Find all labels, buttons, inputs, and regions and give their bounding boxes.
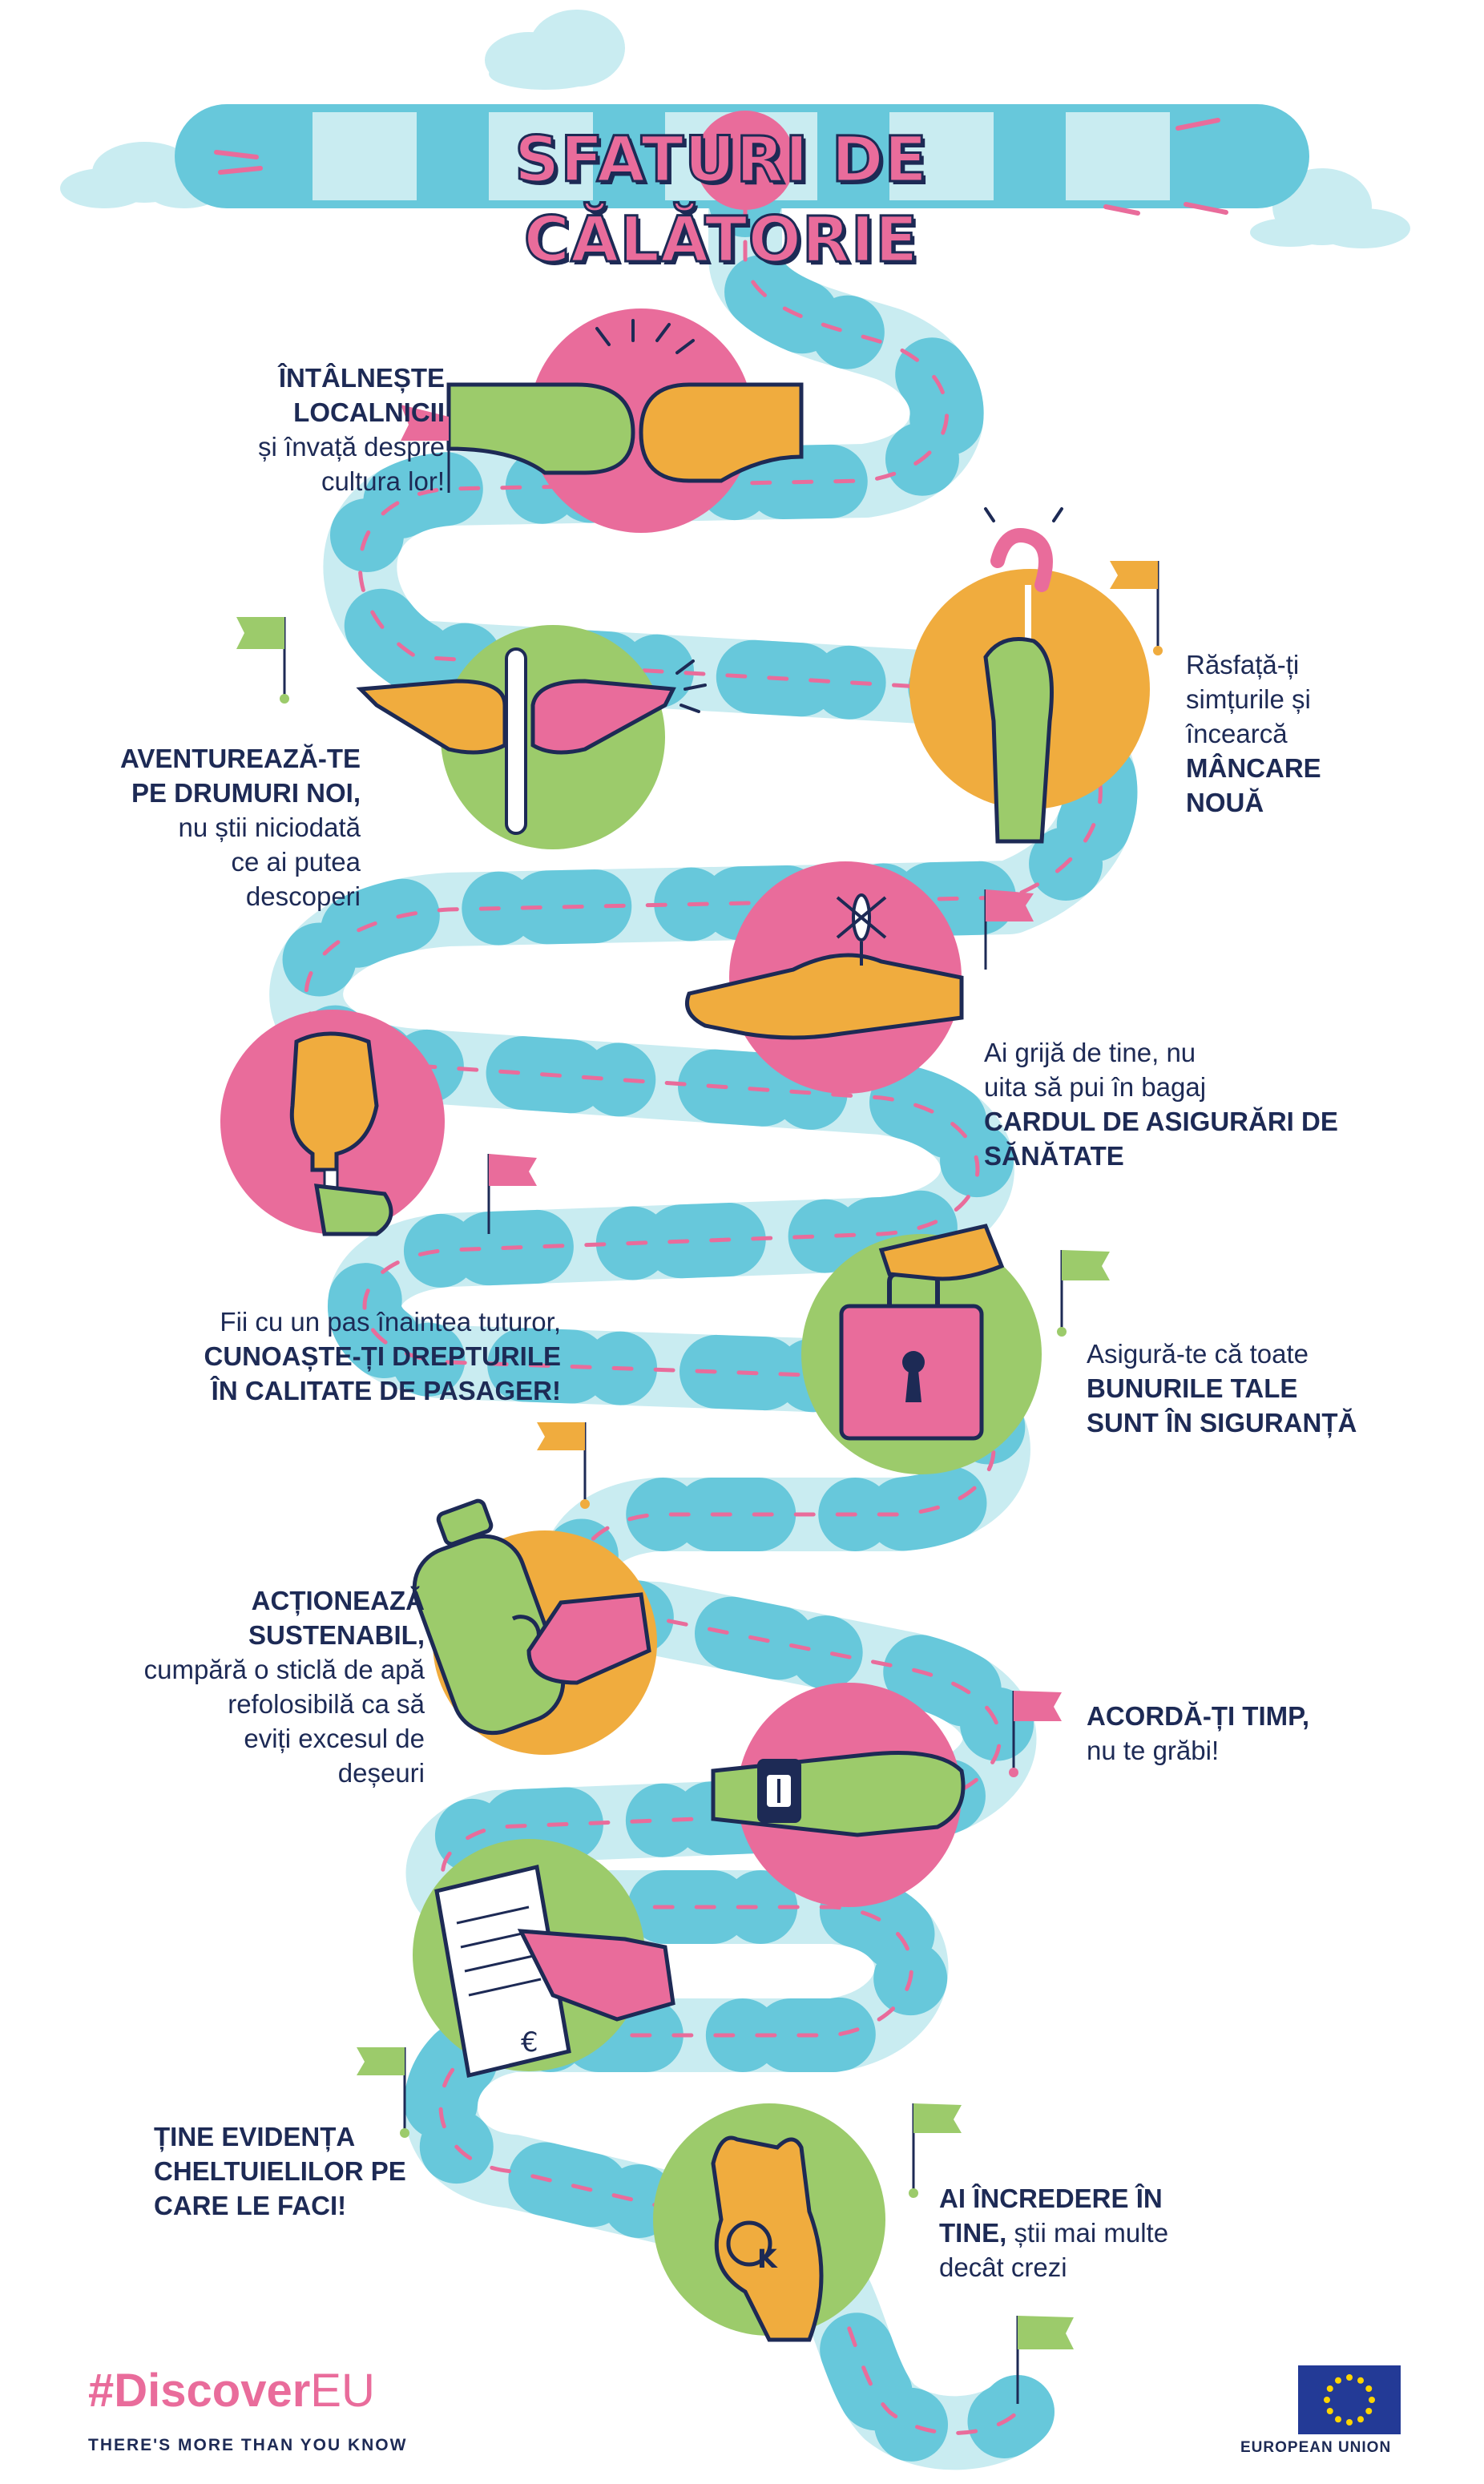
tip-strong: ÎNTÂLNEȘTE bbox=[278, 363, 445, 393]
tip-new-food: Răsfață-ți simțurile și încearcă MÂNCARE NO… bbox=[1186, 647, 1442, 820]
tip-strong: SUNT ÎN SIGURANȚĂ bbox=[1087, 1408, 1357, 1438]
tip-text: știi mai multe bbox=[1014, 2218, 1169, 2248]
flag-icon bbox=[537, 1422, 590, 1509]
eu-star-icon bbox=[1365, 2408, 1373, 2414]
title-banner bbox=[175, 104, 1309, 216]
tip-text: și învață despre bbox=[258, 432, 445, 462]
fist-bump-icon bbox=[446, 308, 804, 533]
tip-text: refolosibilă ca să bbox=[228, 1689, 425, 1719]
cloud-icon bbox=[1250, 168, 1410, 248]
euro-receipt-icon: € bbox=[413, 1839, 675, 2079]
eu-star-icon bbox=[1365, 2385, 1373, 2392]
cloud-icon bbox=[485, 10, 625, 90]
k-letter-icon: K bbox=[757, 2244, 778, 2274]
flag-icon bbox=[1009, 1691, 1062, 1777]
tip-strong: CARE LE FACI! bbox=[154, 2191, 347, 2220]
ok-hand-icon: K bbox=[653, 2103, 885, 2342]
mosquito-hand-icon bbox=[685, 861, 964, 1094]
tip-new-roads: AVENTUREAZĂ-TE PE DRUMURI NOI, nu știi ni… bbox=[80, 741, 361, 913]
tip-self-confidence: AI ÎNCREDERE ÎN TINE, știi mai multe decât… bbox=[939, 2181, 1260, 2284]
tip-text: ce ai putea bbox=[231, 847, 361, 877]
tip-text: Asigură-te că toate bbox=[1087, 1339, 1309, 1369]
tip-text: încearcă bbox=[1186, 719, 1288, 748]
flag-icon bbox=[1016, 2316, 1074, 2404]
hashtag-discover-eu: #DiscoverEU bbox=[88, 2364, 375, 2417]
flag-icon bbox=[487, 1154, 537, 1234]
tip-text: nu știi niciodată bbox=[178, 813, 361, 842]
tip-strong: ACORDĂ-ȚI TIMP, bbox=[1087, 1701, 1310, 1731]
tip-strong: BUNURILE TALE bbox=[1087, 1373, 1298, 1403]
hashtag-part: #Discover bbox=[88, 2365, 311, 2417]
flag-icon bbox=[1110, 561, 1163, 655]
suitcase-lock-icon bbox=[801, 1224, 1042, 1474]
tip-strong: LOCALNICII bbox=[293, 397, 445, 427]
tip-take-time: ACORDĂ-ȚI TIMP, nu te grăbi! bbox=[1087, 1699, 1407, 1768]
tip-strong: NOUĂ bbox=[1186, 788, 1264, 817]
tagline: THERE'S MORE THAN YOU KNOW bbox=[88, 2436, 408, 2454]
tip-text: descoperi bbox=[245, 881, 361, 911]
tip-text: Ai grijă de tine, nu bbox=[984, 1038, 1196, 1067]
eu-star-icon bbox=[1369, 2397, 1375, 2403]
flag-icon bbox=[401, 405, 450, 493]
eu-star-icon bbox=[1357, 2416, 1364, 2423]
tip-text: cumpără o sticlă de apă bbox=[143, 1655, 425, 1684]
tip-text: eviți excesul de bbox=[244, 1724, 425, 1753]
pointing-hands-icon bbox=[356, 625, 707, 849]
tip-strong: AI ÎNCREDERE ÎN bbox=[939, 2184, 1163, 2213]
tip-strong: ÎN CALITATE DE PASAGER! bbox=[211, 1376, 561, 1405]
eu-star-icon bbox=[1326, 2408, 1333, 2414]
tip-text: uita să pui în bagaj bbox=[984, 1072, 1207, 1102]
tip-safe-belongings: Asigură-te că toate BUNURILE TALE SUNT ÎN… bbox=[1087, 1337, 1447, 1440]
tip-strong: TINE, bbox=[939, 2218, 1007, 2248]
tip-strong: CARDUL DE ASIGURĂRI DE SĂNĂTATE bbox=[984, 1107, 1338, 1171]
tip-strong: ȚINE EVIDENȚA bbox=[154, 2122, 356, 2151]
tip-text: nu te grăbi! bbox=[1087, 1736, 1220, 1765]
tip-text: deșeuri bbox=[337, 1758, 425, 1788]
tip-sustainable: ACȚIONEAZĂ SUSTENABIL, cumpără o sticlă d… bbox=[96, 1583, 425, 1790]
tip-strong: CHELTUIELILOR PE bbox=[154, 2156, 406, 2186]
tip-text: Răsfață-ți bbox=[1186, 650, 1300, 679]
tip-strong: ACȚIONEAZĂ bbox=[251, 1586, 425, 1615]
flag-icon bbox=[984, 889, 1034, 970]
flag-icon bbox=[909, 2103, 962, 2198]
tip-text: simțurile și bbox=[1186, 684, 1311, 714]
candy-hand-icon bbox=[909, 507, 1150, 844]
euro-sign-icon: € bbox=[521, 2026, 538, 2059]
recycle-bottle-icon bbox=[412, 1498, 657, 1755]
tip-strong: AVENTUREAZĂ-TE bbox=[119, 744, 361, 773]
tip-text: cultura lor! bbox=[321, 466, 445, 496]
wristwatch-icon bbox=[711, 1683, 966, 1907]
eu-star-icon bbox=[1346, 2419, 1353, 2426]
flag-icon bbox=[357, 2047, 409, 2138]
eu-star-icon bbox=[1335, 2416, 1341, 2423]
raised-fist-icon bbox=[220, 1010, 445, 1236]
tip-strong: SUSTENABIL, bbox=[248, 1620, 425, 1650]
flag-icon bbox=[1057, 1250, 1110, 1337]
tip-track-expenses: ȚINE EVIDENȚA CHELTUIELILOR PE CARE LE FAC… bbox=[154, 2119, 474, 2223]
page-title: SFATURI DE CĂLĂTORIE bbox=[514, 123, 929, 278]
tip-text: Fii cu un pas înaintea tuturor, bbox=[220, 1307, 561, 1337]
eu-star-icon bbox=[1326, 2385, 1333, 2392]
tip-strong: CUNOAȘTE-ȚI DREPTURILE bbox=[204, 1341, 562, 1371]
tip-health-card: Ai grijă de tine, nu uita să pui în bagaj… bbox=[984, 1035, 1465, 1173]
eu-label: EUROPEAN UNION bbox=[1240, 2439, 1392, 2456]
eu-star-icon bbox=[1346, 2374, 1353, 2381]
tip-passenger-rights: Fii cu un pas înaintea tuturor, CUNOAȘTE… bbox=[120, 1305, 562, 1408]
tip-text: decât crezi bbox=[939, 2252, 1067, 2282]
eu-star-icon bbox=[1335, 2377, 1341, 2384]
eu-star-icon bbox=[1357, 2377, 1364, 2384]
tip-strong: MÂNCARE bbox=[1186, 753, 1321, 783]
eu-star-icon bbox=[1324, 2397, 1330, 2403]
hashtag-part: EU bbox=[310, 2365, 375, 2417]
flag-icon bbox=[236, 617, 289, 704]
tip-meet-locals: ÎNTÂLNEȘTE LOCALNICII și învață despre cul… bbox=[160, 361, 445, 498]
eu-flag-icon bbox=[1298, 2365, 1401, 2434]
tip-strong: PE DRUMURI NOI, bbox=[131, 778, 361, 808]
